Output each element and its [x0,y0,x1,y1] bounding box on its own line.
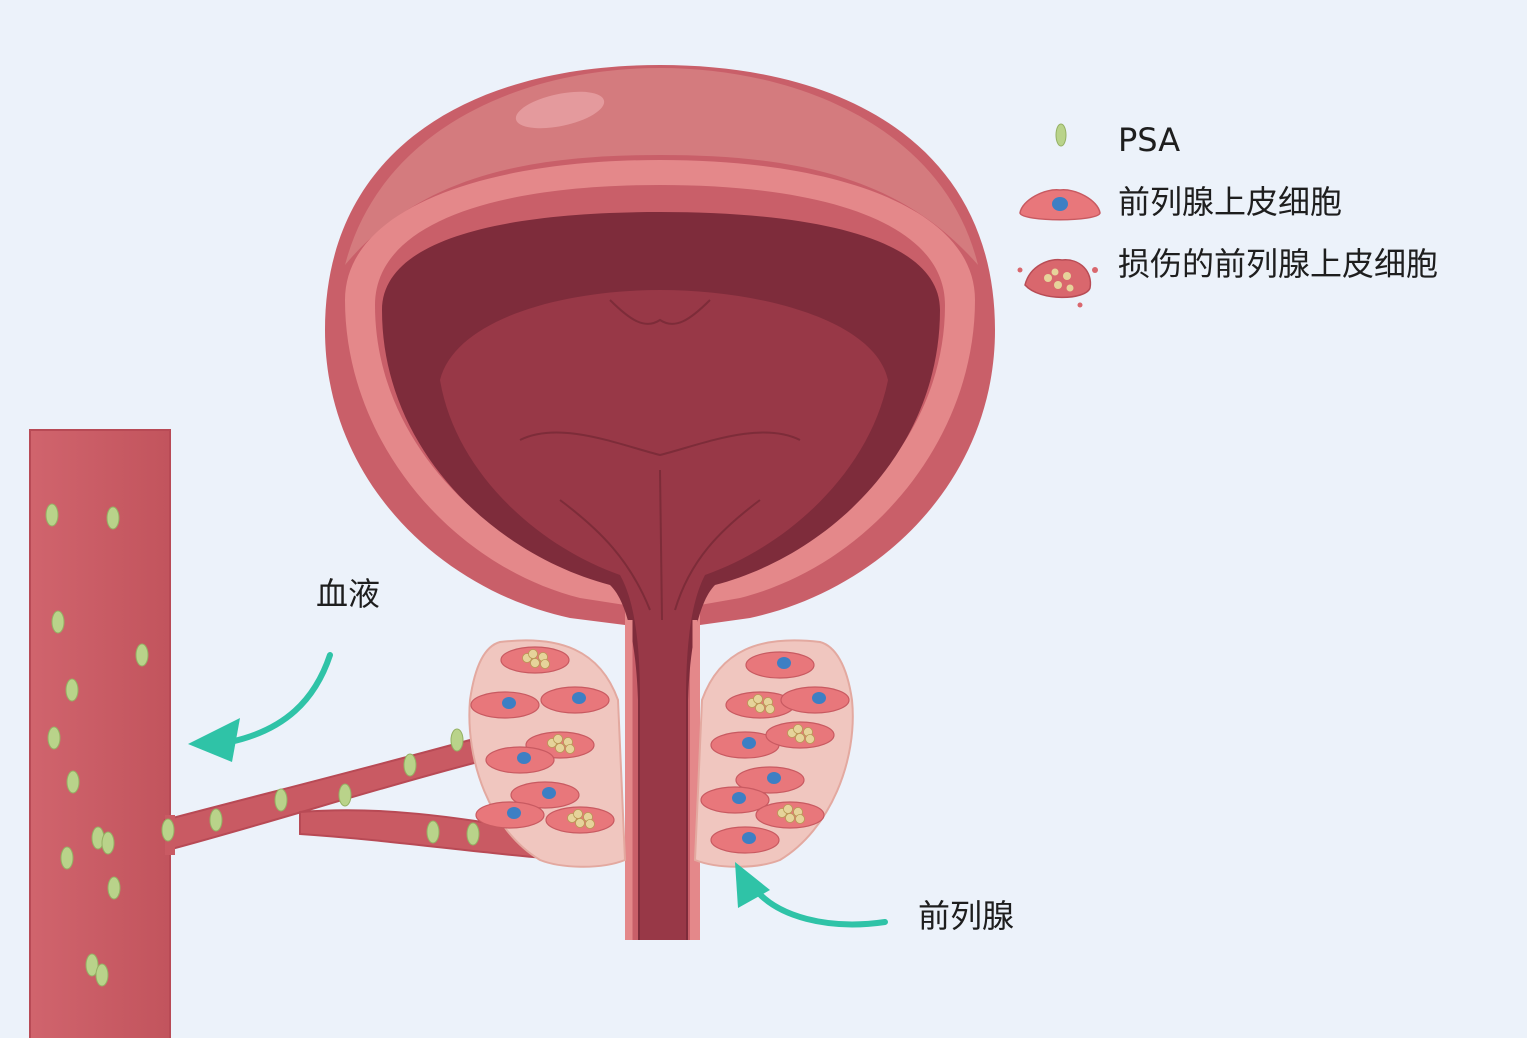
psa-dot [66,770,80,794]
damaged-cell [545,806,615,834]
psa-dot [338,783,352,807]
prostate-label: 前列腺 [918,897,1015,935]
psa-dot [426,820,440,844]
psa-dot [47,726,61,750]
legend [1017,123,1101,308]
blood-label: 血液 [316,575,381,613]
psa-dot-icon [1055,123,1067,147]
prostate-arrow [735,862,888,928]
epithelial-cell-icon [1019,189,1101,221]
epithelial-cell [780,686,850,714]
epithelial-cell [710,826,780,854]
psa-dot [161,818,175,842]
damaged-cell [755,801,825,829]
damaged-cell [725,691,795,719]
epithelial-cell [510,781,580,809]
bladder [325,65,995,940]
psa-dot [101,831,115,855]
psa-dot [95,963,109,987]
psa-dot [135,643,149,667]
psa-particles [45,503,480,987]
epithelial-cell [540,686,610,714]
epithelial-cell [735,766,805,794]
psa-dot [51,610,65,634]
damaged-cell [765,721,835,749]
psa-dot [60,846,74,870]
psa-dot [65,678,79,702]
psa-dot [45,503,59,527]
epithelial-cell [475,801,545,829]
damaged-cell-icon [1017,258,1098,308]
psa-dot [107,876,121,900]
prostate-gland [468,639,854,868]
psa-dot [209,808,223,832]
psa-dot [274,788,288,812]
epithelial-cell [700,786,770,814]
legend-item-psa: PSA [1118,121,1181,159]
psa-dot [106,506,120,530]
psa-dot [466,822,480,846]
damaged-cell [500,646,570,674]
psa-dot [403,753,417,777]
legend-item-damaged-cell: 损伤的前列腺上皮细胞 [1118,245,1439,283]
epithelial-cell [745,651,815,679]
epithelial-cell [710,731,780,759]
legend-item-epithelial-cell: 前列腺上皮细胞 [1118,183,1343,221]
epithelial-cell [470,691,540,719]
psa-dot [450,728,464,752]
blood-arrow [188,652,333,762]
epithelial-cell [485,746,555,774]
psa-dot [85,953,99,977]
